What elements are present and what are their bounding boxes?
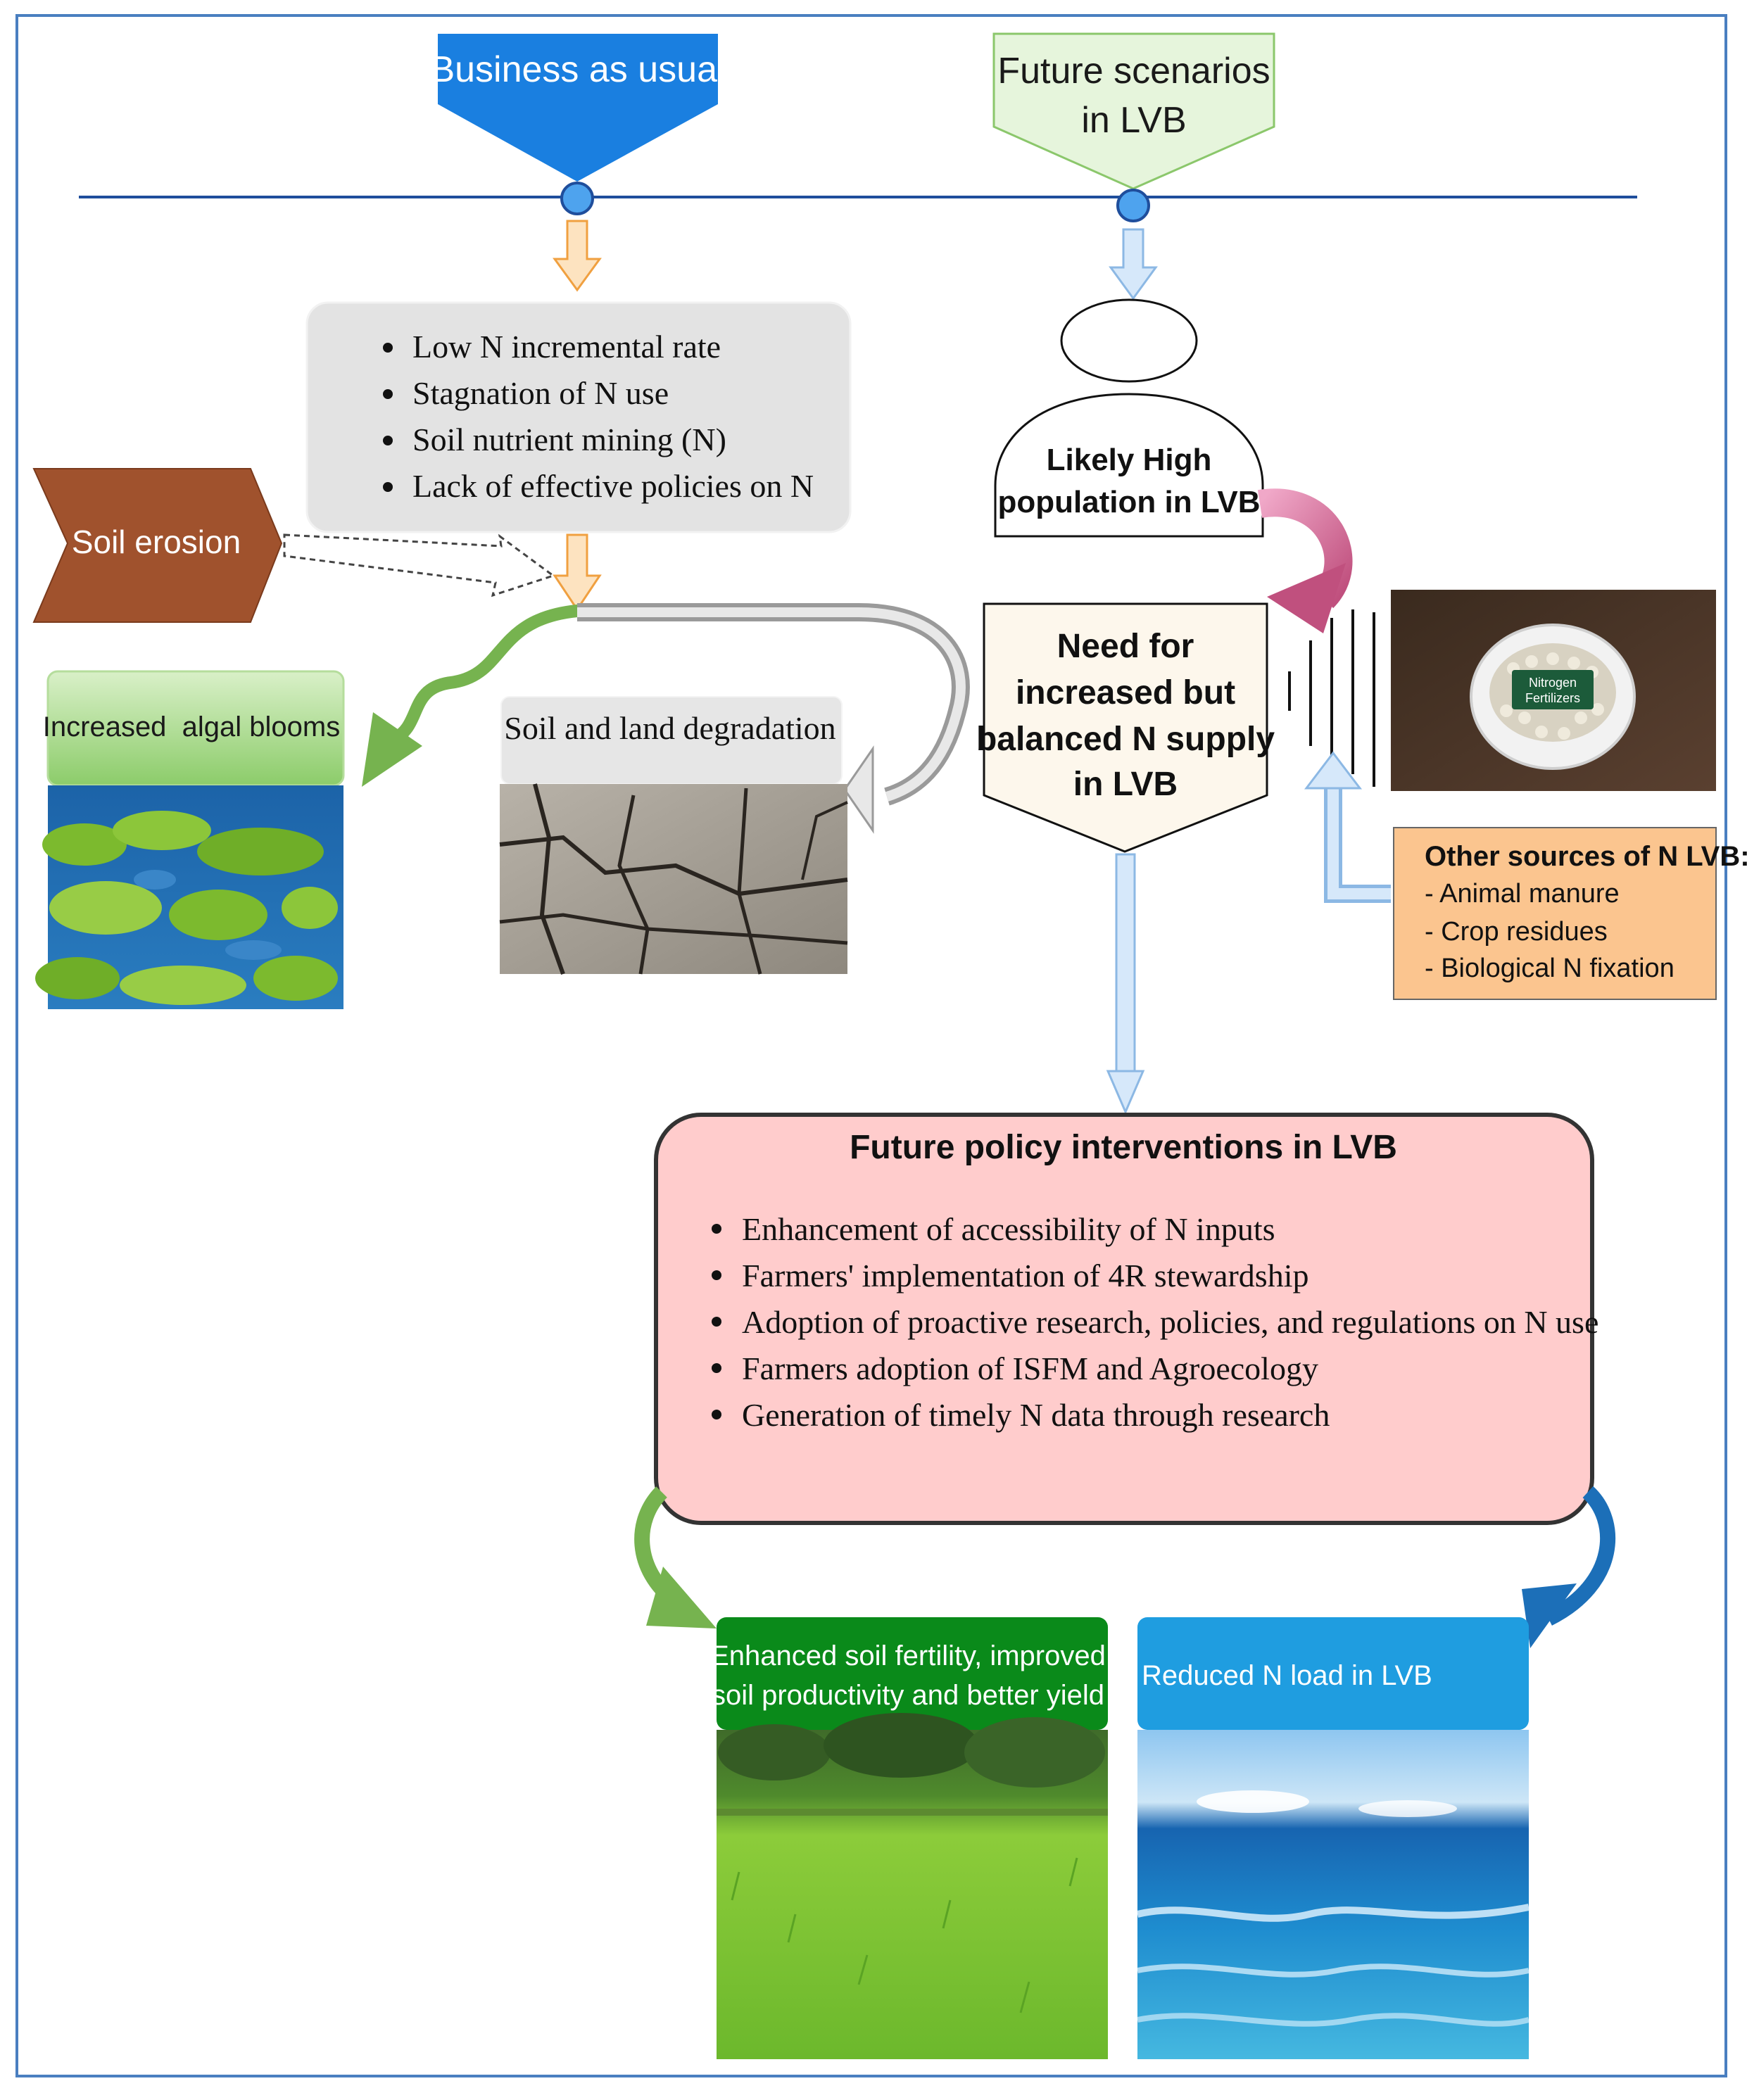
need-for-n-label-1: Need for bbox=[1057, 628, 1194, 665]
outcome-soil-label-1: Enhanced soil fertility, improved bbox=[710, 1640, 1106, 1671]
timeline-node-future bbox=[1116, 189, 1150, 222]
soil-erosion-chevron: Soil erosion bbox=[32, 468, 283, 623]
arrow-down-blue-1 bbox=[1109, 228, 1158, 301]
policy-bullet-5: Generation of timely N data through rese… bbox=[742, 1397, 1330, 1433]
rice-field-photo bbox=[717, 1713, 1108, 2059]
diagram-frame bbox=[15, 14, 1727, 2077]
pink-arrowhead bbox=[1267, 563, 1346, 633]
sea-photo bbox=[1136, 1730, 1530, 2059]
timeline-node-bau bbox=[560, 182, 594, 215]
future-scenarios-label-2: in LVB bbox=[1081, 100, 1186, 141]
future-scenarios-banner: Future scenarios in LVB bbox=[992, 32, 1275, 190]
outcome-water-label: Reduced N load in LVB bbox=[1142, 1660, 1432, 1691]
population-icon: Likely High population in LVB bbox=[994, 298, 1264, 538]
policy-bullet-4: Farmers adoption of ISFM and Agroecology bbox=[742, 1351, 1318, 1386]
population-label-1: Likely High bbox=[1047, 443, 1212, 477]
soil-degradation-box: Soil and land degradation bbox=[500, 696, 843, 785]
other-sources-item-1: - Animal manure bbox=[1425, 879, 1620, 909]
elbow-arrowhead bbox=[1304, 751, 1363, 790]
other-sources-title: Other sources of N LVB: bbox=[1425, 841, 1747, 872]
outcome-water-box: Reduced N load in LVB bbox=[1137, 1617, 1529, 1730]
green-arrowhead-outcome bbox=[646, 1567, 717, 1628]
algal-blooms-box: Increased algal blooms bbox=[43, 670, 345, 787]
population-label-2: population in LVB bbox=[997, 485, 1260, 519]
policy-box: Future policy interventions in LVB Enhan… bbox=[654, 1113, 1598, 1525]
outcome-soil-label-2: soil productivity and better yield bbox=[712, 1680, 1104, 1711]
algal-blooms-label: Increased algal blooms bbox=[43, 711, 340, 742]
bau-bullet-2: Stagnation of N use bbox=[412, 375, 669, 411]
outcome-soil-box: Enhanced soil fertility, improved soil p… bbox=[710, 1617, 1108, 1730]
policy-title: Future policy interventions in LVB bbox=[850, 1129, 1397, 1166]
policy-bullet-3: Adoption of proactive research, policies… bbox=[742, 1304, 1598, 1340]
bau-bullet-1: Low N incremental rate bbox=[412, 329, 721, 365]
business-as-usual-banner: Business as usual bbox=[430, 34, 726, 182]
fertilizer-photo: Nitrogen Fertilizers bbox=[1391, 590, 1716, 791]
need-for-n-label-4: in LVB bbox=[1073, 766, 1178, 803]
dashed-arrow-erosion bbox=[283, 533, 556, 597]
arrow-down-orange-1 bbox=[553, 220, 602, 292]
need-for-n-label-3: balanced N supply bbox=[976, 721, 1275, 758]
arrow-down-blue-2-head bbox=[1106, 1070, 1145, 1115]
fertilizer-lines bbox=[1288, 609, 1375, 787]
arrow-down-blue-2-shaft bbox=[1115, 853, 1136, 1075]
policy-bullet-1: Enhancement of accessibility of N inputs bbox=[742, 1211, 1275, 1247]
grey-arrowhead-degradation bbox=[843, 745, 874, 834]
future-scenarios-label-1: Future scenarios bbox=[997, 51, 1270, 91]
need-for-n-label-2: increased but bbox=[1016, 674, 1235, 711]
soil-degradation-label: Soil and land degradation bbox=[504, 710, 835, 746]
green-arrowhead-algal bbox=[362, 712, 422, 787]
cracked-soil-photo bbox=[499, 783, 848, 975]
policy-bullet-2: Farmers' implementation of 4R stewardshi… bbox=[742, 1258, 1308, 1293]
fertilizer-bag-label-1: Nitrogen bbox=[1529, 676, 1577, 690]
elbow-arrow-other-sources bbox=[1324, 783, 1391, 903]
other-sources-item-3: - Biological N fixation bbox=[1425, 954, 1675, 983]
business-as-usual-label: Business as usual bbox=[430, 49, 725, 90]
green-arrow-algal bbox=[388, 605, 584, 745]
other-sources-box: Other sources of N LVB: - Animal manure … bbox=[1393, 827, 1747, 1000]
blue-arrowhead-outcome bbox=[1522, 1583, 1577, 1648]
bau-bullets-box: Low N incremental rate Stagnation of N u… bbox=[305, 301, 852, 533]
arrow-down-orange-2 bbox=[553, 533, 602, 612]
need-for-n-box: Need for increased but balanced N supply… bbox=[976, 602, 1275, 853]
bau-bullet-4: Lack of effective policies on N bbox=[412, 468, 814, 504]
other-sources-item-2: - Crop residues bbox=[1425, 917, 1608, 947]
blue-arrow-outcome bbox=[1544, 1486, 1616, 1626]
algae-photo bbox=[35, 785, 343, 1009]
soil-erosion-label: Soil erosion bbox=[72, 524, 241, 560]
bau-bullet-3: Soil nutrient mining (N) bbox=[412, 422, 726, 457]
fertilizer-bag-label-2: Fertilizers bbox=[1525, 691, 1580, 705]
